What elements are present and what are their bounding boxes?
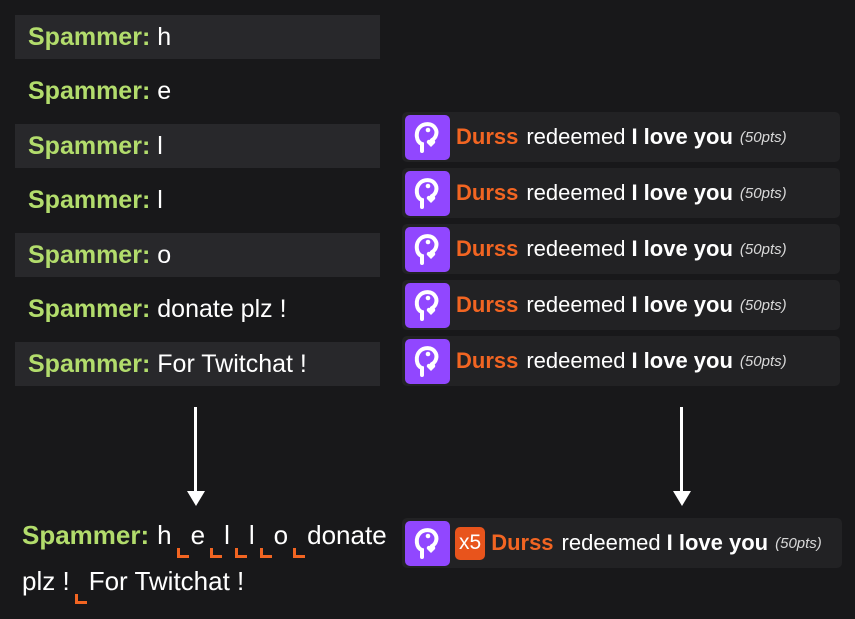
chat-row[interactable]: Spammer: h [15,15,380,59]
reward-icon [405,114,450,160]
message-separator-icon [234,548,247,558]
chat-message: l [157,131,163,160]
chat-message: donate plz ! [157,294,287,323]
reward-verb: redeemed [526,236,626,261]
chat-username[interactable]: Spammer: [28,76,151,105]
reward-verb: redeemed [526,180,626,205]
reward-points: (50pts) [775,534,822,552]
message-separator-icon [210,548,223,558]
message-segment: h [157,520,172,550]
reward-title: I love you [631,292,733,317]
reward-verb: redeemed [561,530,661,555]
chat-message: e [157,76,172,105]
chat-row[interactable]: Spammer: donate plz ! [15,287,380,331]
reward-row[interactable]: Durss redeemed I love you (50pts) [402,224,840,274]
chat-username[interactable]: Spammer: [28,131,151,160]
chat-username[interactable]: Spammer: [28,22,151,51]
reward-icon [405,170,450,216]
reward-points: (50pts) [739,240,787,258]
chat-row[interactable]: Spammer: For Twitchat ! [15,342,380,386]
message-segment: donate plz ! [22,520,387,596]
chat-username[interactable]: Spammer: [22,520,150,550]
reward-icon [405,226,450,272]
message-segment: o [273,520,289,550]
reward-username[interactable]: Durss [456,236,519,261]
reward-icon [405,282,450,328]
reward-verb: redeemed [526,292,626,317]
reward-icon [405,520,450,566]
reward-row[interactable]: Durss redeemed I love you (50pts) [402,280,840,330]
reward-title: I love you [666,530,769,555]
reward-verb: redeemed [526,348,626,373]
merged-reward-row[interactable]: x5 Durss redeemed I love you (50pts) [402,518,842,568]
message-separator-icon [259,548,272,558]
chat-row[interactable]: Spammer: o [15,233,380,277]
reward-username[interactable]: Durss [456,180,519,205]
chat-message: l [157,185,163,214]
chat-row[interactable]: Spammer: l [15,124,380,168]
reward-icon [405,338,450,384]
redeem-count-badge: x5 [455,526,486,560]
chat-username[interactable]: Spammer: [28,240,151,269]
chat-row[interactable]: Spammer: l [15,178,380,222]
reward-points: (50pts) [739,296,787,314]
reward-username[interactable]: Durss [456,348,519,373]
reward-row[interactable]: Durss redeemed I love you (50pts) [402,112,840,162]
reward-title: I love you [631,180,733,205]
message-segment: e [190,520,206,550]
reward-title: I love you [631,236,733,261]
chat-username[interactable]: Spammer: [28,185,151,214]
message-segment: l [224,520,230,550]
chat-username[interactable]: Spammer: [28,349,151,378]
reward-title: I love you [631,348,733,373]
chat-message: h [157,22,172,51]
message-separator-icon [293,548,306,558]
reward-title: I love you [631,124,733,149]
reward-username[interactable]: Durss [456,292,519,317]
reward-username[interactable]: Durss [491,530,554,555]
message-separator-icon [176,548,189,558]
reward-row[interactable]: Durss redeemed I love you (50pts) [402,168,840,218]
chat-username[interactable]: Spammer: [28,294,151,323]
chat-message: o [157,240,172,269]
reward-verb: redeemed [526,124,626,149]
reward-points: (50pts) [739,184,787,202]
chat-message: For Twitchat ! [157,349,307,378]
chat-row[interactable]: Spammer: e [15,69,380,113]
reward-row[interactable]: Durss redeemed I love you (50pts) [402,336,840,386]
reward-points: (50pts) [739,128,787,146]
reward-points: (50pts) [739,352,787,370]
message-segment: l [248,520,255,550]
reward-username[interactable]: Durss [456,124,519,149]
message-segment: For Twitchat ! [88,566,245,596]
message-separator-icon [74,594,87,604]
